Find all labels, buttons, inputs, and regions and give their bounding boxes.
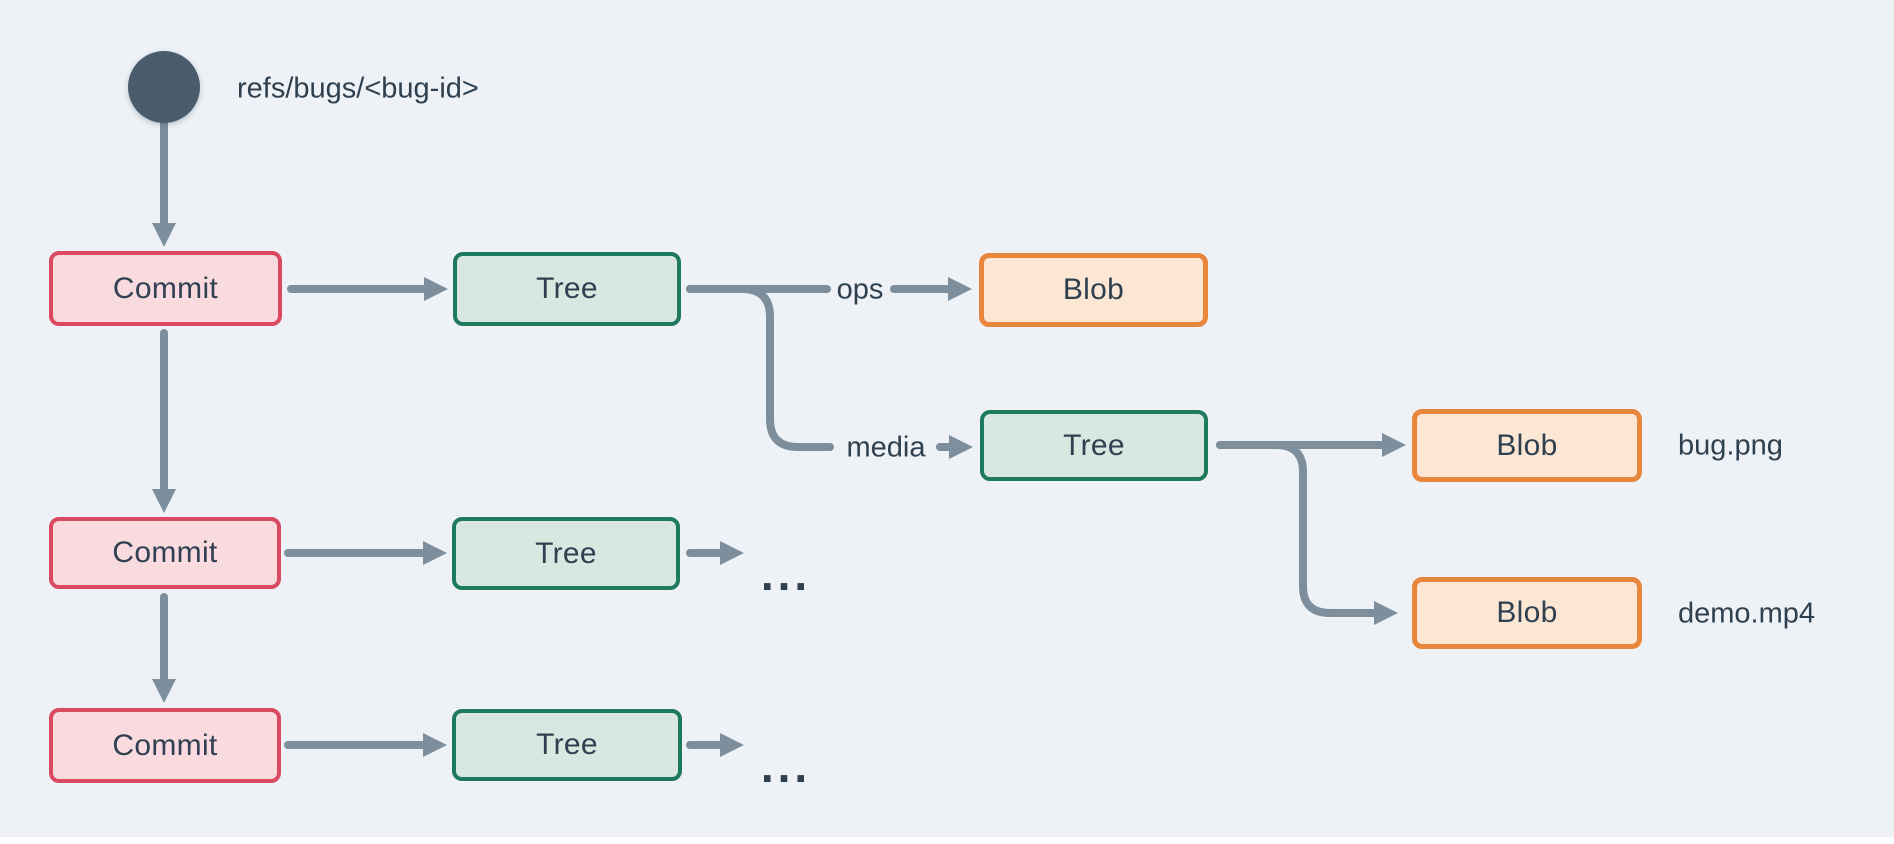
edge-mediatree-branch-to-blob-demo [1216, 441, 1398, 625]
blob-node-bug-label: Blob [1496, 428, 1558, 462]
blob-node-ops: Blob [979, 253, 1208, 327]
blob-node-demo-label: Blob [1496, 596, 1558, 629]
bottom-strip [0, 837, 1894, 844]
tree-node-1-label: Tree [536, 272, 598, 305]
file-label-demo-mp4: demo.mp4 [1678, 597, 1816, 630]
blob-node-ops-label: Blob [1062, 273, 1125, 306]
blob-node-demo: Blob [1412, 577, 1642, 649]
tree-node-3: Tree [452, 709, 682, 781]
commit-node-2: Commit [49, 517, 281, 589]
ellipsis-row3: ... [760, 740, 812, 792]
commit-node-2-label: Commit [112, 536, 218, 569]
tree-node-2: Tree [452, 517, 680, 590]
tree-node-3-label: Tree [536, 728, 598, 761]
commit-node-3-label: Commit [112, 728, 218, 762]
blob-node-bug: Blob [1412, 409, 1642, 482]
edge-tree1-branch-to-media [686, 285, 834, 451]
ref-label: refs/bugs/<bug-id> [237, 72, 479, 105]
commit-node-3: Commit [49, 708, 281, 783]
ellipsis-row2: ... [760, 548, 812, 600]
ref-node [128, 51, 200, 123]
commit-node-1-label: Commit [112, 271, 219, 305]
edge-label-media: media [846, 431, 926, 464]
tree-node-1: Tree [453, 252, 681, 326]
tree-node-media: Tree [980, 410, 1208, 481]
tree-node-media-label: Tree [1063, 428, 1125, 462]
file-label-bug-png: bug.png [1678, 429, 1783, 462]
edge-label-ops: ops [836, 273, 884, 306]
tree-node-2-label: Tree [535, 536, 597, 570]
commit-node-1: Commit [49, 251, 282, 326]
